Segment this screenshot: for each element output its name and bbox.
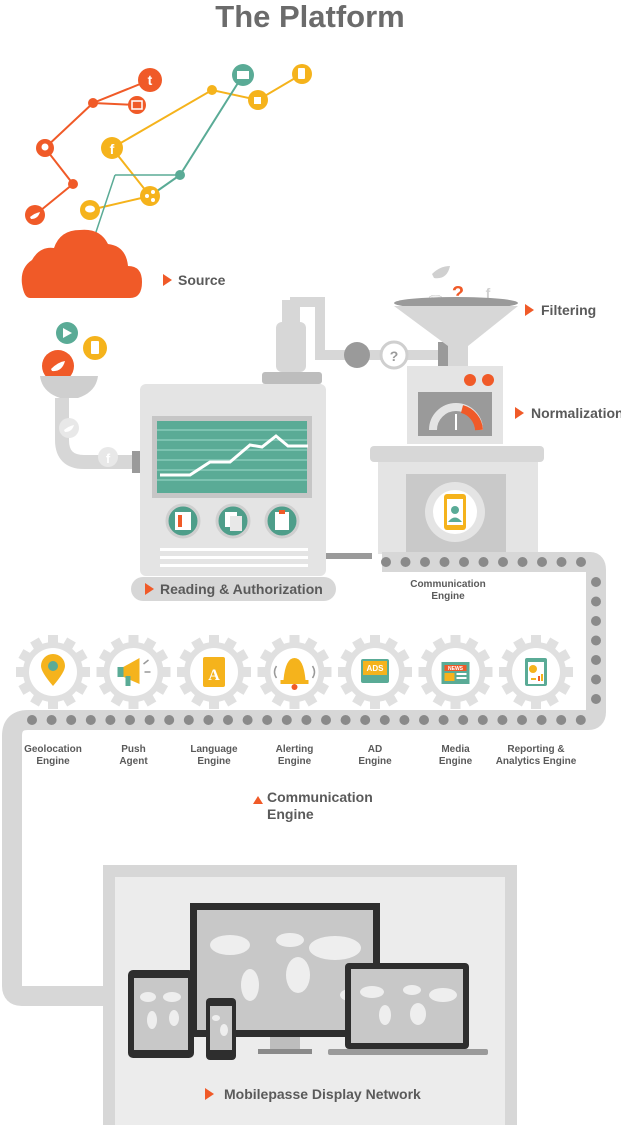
email-icon — [232, 64, 254, 86]
lightbulb-icon — [36, 139, 54, 157]
svg-text:Filtering: Filtering — [541, 302, 596, 318]
engine-label-line1: Alerting — [276, 744, 314, 755]
twitter-icon — [42, 350, 74, 382]
engine-label-line1: Language — [190, 744, 238, 755]
svg-text:ADS: ADS — [367, 664, 385, 673]
megaphone-icon — [117, 658, 151, 686]
facebook-icon: f — [98, 447, 118, 467]
svg-text:f: f — [486, 285, 491, 301]
engine-label-line2: Engine — [36, 756, 70, 767]
display-network: Mobilepasse Display Network — [103, 865, 517, 1125]
source-network: t f — [25, 64, 312, 236]
document-icon — [165, 503, 201, 539]
conveyor-belt — [2, 552, 606, 1006]
facebook-icon: f — [101, 137, 123, 159]
mobile-icon — [83, 336, 107, 360]
svg-text:Source: Source — [178, 272, 226, 288]
normalization-machine — [370, 366, 544, 554]
svg-text:NEWS: NEWS — [448, 666, 464, 672]
location-pin-icon — [41, 654, 65, 686]
engine-label-line2: Engine — [358, 756, 392, 767]
chat-icon — [80, 200, 100, 220]
svg-text:Engine: Engine — [267, 806, 314, 822]
svg-text:Reading & Authorization: Reading & Authorization — [160, 581, 323, 597]
clipboard-icon — [264, 503, 300, 539]
engine-label-line1: Media — [441, 744, 470, 755]
svg-text:Communication: Communication — [410, 579, 486, 590]
clipboard-chart-icon — [525, 658, 547, 686]
bell-icon — [273, 658, 316, 690]
engine-label-line2: Engine — [197, 756, 231, 767]
svg-text:f: f — [110, 141, 115, 157]
thumbs-up-icon — [248, 90, 268, 110]
gear-user-icon — [425, 482, 485, 542]
svg-text:A: A — [208, 667, 220, 684]
engine-label-line2: Engine — [278, 756, 312, 767]
engine-label-line2: Analytics Engine — [496, 756, 577, 767]
engines-row: GeolocationEnginePushAgentALanguageEngin… — [16, 635, 577, 767]
flickr-icon — [128, 96, 146, 114]
svg-text:Communication: Communication — [267, 789, 373, 805]
engine-label-line2: Engine — [439, 756, 473, 767]
svg-text:?: ? — [390, 348, 399, 364]
twitter-icon — [59, 418, 79, 438]
phone-icon — [206, 998, 236, 1060]
source-label: Source — [163, 272, 226, 288]
page-title: The Platform — [215, 0, 404, 34]
share-icon — [140, 186, 160, 206]
dictionary-icon: A — [203, 657, 225, 687]
engine-label-line1: AD — [368, 744, 382, 755]
communication-engine-small-label: Communication Engine — [410, 579, 486, 602]
tumblr-icon: t — [138, 68, 162, 92]
svg-text:Engine: Engine — [431, 591, 465, 602]
engine-label-line1: Push — [121, 744, 145, 755]
news-icon: NEWS — [441, 662, 470, 684]
engine-label-line2: Agent — [119, 756, 148, 767]
communication-engine-label: Communication Engine — [253, 789, 373, 822]
twitter-icon — [25, 205, 45, 225]
tablet-icon — [128, 970, 194, 1058]
input-funnel: f — [40, 322, 140, 473]
mobile-icon — [292, 64, 312, 84]
twitter-icon — [432, 266, 450, 279]
normalization-label: Normalization — [515, 405, 621, 421]
engine-label-line1: Geolocation — [24, 744, 82, 755]
engine-label-line1: Reporting & — [507, 744, 564, 755]
cloud-icon — [21, 229, 142, 298]
filtering-label: Filtering — [525, 302, 596, 318]
laptop-icon — [328, 963, 488, 1055]
svg-text:Mobilepasse Display Network: Mobilepasse Display Network — [224, 1086, 421, 1102]
filter-funnel: ? f ☏ — [394, 266, 518, 366]
video-icon — [56, 322, 78, 344]
reading-machine: Reading & Authorization — [131, 384, 372, 601]
copy-icon — [215, 503, 251, 539]
svg-text:Normalization: Normalization — [531, 405, 621, 421]
engine-reporting: Reporting &Analytics Engine — [496, 635, 577, 767]
ads-icon: ADS — [361, 659, 389, 683]
svg-text:t: t — [148, 72, 153, 88]
svg-text:f: f — [106, 451, 111, 466]
